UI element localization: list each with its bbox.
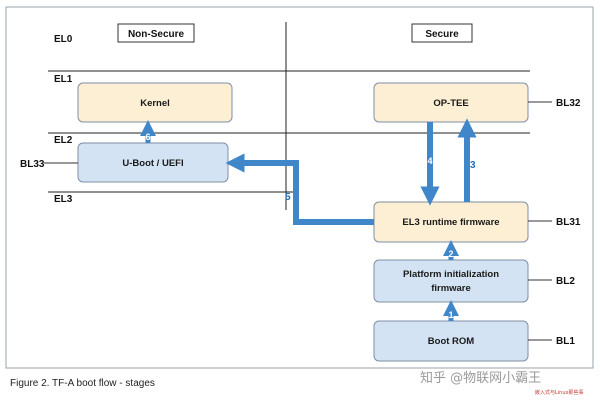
non-secure-header: Non-Secure xyxy=(128,29,185,40)
bl33-label: BL33 xyxy=(20,159,45,170)
el0-label: EL0 xyxy=(54,34,73,45)
diagram-frame xyxy=(5,6,594,369)
platform-init-box xyxy=(373,259,529,303)
watermark-text: 知乎 @物联网小霸王 xyxy=(420,370,541,386)
watermark-subtext: 嵌入式与Linux那些事 xyxy=(535,389,583,396)
step-4-label: 4 xyxy=(427,156,432,166)
boot-rom-box-label: Boot ROM xyxy=(428,336,475,347)
optee-box-label: OP-TEE xyxy=(433,98,468,109)
step-2-label: 2 xyxy=(448,249,453,259)
uboot-box-label: U-Boot / UEFI xyxy=(122,158,183,169)
kernel-box-label: Kernel xyxy=(140,98,170,109)
el3-runtime-box-label: EL3 runtime firmware xyxy=(402,217,499,228)
el2-label: EL2 xyxy=(54,135,73,146)
arrow-step-5 xyxy=(225,153,374,225)
step-3-label: 3 xyxy=(470,160,476,171)
secure-header: Secure xyxy=(425,29,459,40)
platform-init-box-label-1: Platform initialization xyxy=(403,269,499,280)
step-5-label: 5 xyxy=(285,192,291,203)
secure-header-box xyxy=(411,23,473,43)
bl31-label: BL31 xyxy=(556,217,581,228)
platform-init-box-label-2: firmware xyxy=(431,283,471,294)
step-1-label: 1 xyxy=(448,310,453,320)
figure-caption: Figure 2. TF-A boot flow - stages xyxy=(10,378,155,389)
bl32-label: BL32 xyxy=(556,98,581,109)
bl1-label: BL1 xyxy=(556,336,575,347)
step-6-label: 6 xyxy=(145,132,150,142)
non-secure-header-box xyxy=(117,23,195,43)
el1-label: EL1 xyxy=(54,74,73,85)
bl2-label: BL2 xyxy=(556,276,575,287)
el3-label: EL3 xyxy=(54,194,73,205)
